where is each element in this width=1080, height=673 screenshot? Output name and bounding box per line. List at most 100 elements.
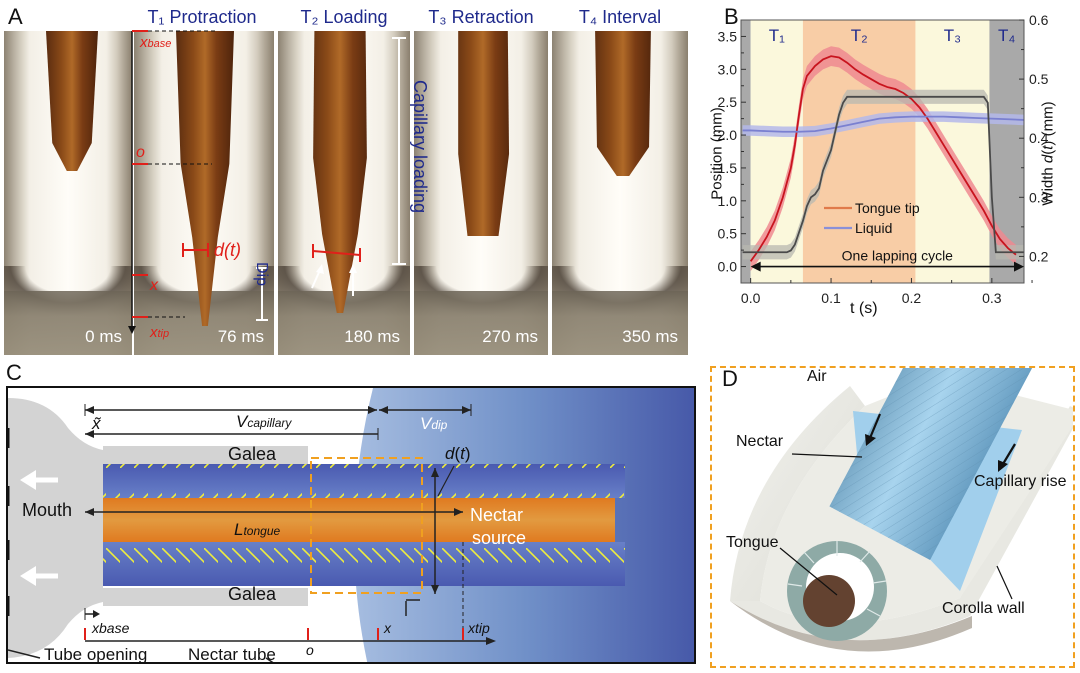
y-tick-label: 2.0 (718, 127, 738, 143)
v-dip-label: Vdip (420, 414, 448, 433)
y2-tick-label: 0.4 (1029, 130, 1049, 146)
tube-opening-label: Tube opening (44, 645, 148, 664)
series-line-0 (749, 55, 1017, 262)
corolla-wall (730, 406, 1073, 641)
x-label: x (384, 620, 391, 636)
zoom-region-box (310, 457, 423, 594)
y-tick-label: 3.0 (718, 61, 738, 77)
position-axis-arrowhead (128, 326, 136, 334)
series-line-2 (742, 95, 1024, 254)
y2-axis-title: Width d(t) (mm) (1039, 101, 1057, 206)
corolla-wall-label: Corolla wall (942, 600, 1025, 617)
width-marker-loading (312, 250, 361, 256)
x-base-label: xbase (140, 34, 172, 51)
nectar-label: Nectar (736, 433, 784, 450)
tongue-label: Tongue (726, 534, 779, 551)
frame-title-retraction: T₃ Retraction (413, 2, 549, 30)
nectar-source-label-2: source (472, 528, 527, 548)
panel-a-letter: A (8, 4, 23, 29)
panel-c-schematic (8, 388, 694, 662)
x-tick-label: 0.3 (982, 290, 1002, 306)
frame-title-interval: T₄ Interval (552, 2, 688, 30)
galea-bottom (103, 588, 308, 606)
panel-a: A T₁ Protraction T₂ Loading T₃ Retractio… (0, 0, 700, 355)
panel-d-illustration (730, 368, 1073, 652)
phase-label-2: T₂ (851, 26, 868, 45)
origin-label: o (306, 642, 314, 658)
x-tip-label: xtip (150, 324, 170, 341)
y2-tick-label: 0.3 (1029, 189, 1049, 205)
proboscis-image (595, 31, 651, 176)
y-tick-label: 0.5 (718, 226, 738, 242)
frame-time: 0 ms (85, 327, 122, 346)
arrow-icon (311, 269, 321, 289)
panel-d-letter: D (722, 366, 738, 391)
galea-top (103, 446, 308, 464)
capillary-rise-arrow-icon (998, 443, 1016, 472)
y-axis-title: Position (mm) (708, 107, 726, 200)
phase-label-4: T₄ (998, 26, 1015, 45)
arrowhead-right (1014, 261, 1024, 272)
frame-time: 180 ms (344, 327, 400, 346)
capillary-rise-label: Capillary rise (974, 473, 1067, 490)
x-label: x (150, 277, 158, 294)
y2-tick-label: 0.2 (1029, 248, 1049, 264)
x-tick-label: 0.2 (902, 290, 922, 306)
origin-label: o (136, 144, 145, 161)
video-frame-350ms: 350 ms (552, 31, 688, 355)
nectar-flow-arrow-icon (865, 413, 882, 446)
lapping-cycle-label: One lapping cycle (842, 248, 954, 264)
mouth-region (8, 398, 103, 658)
video-frame-270ms: 270 ms (414, 31, 548, 355)
y-tick-label: 1.5 (718, 160, 738, 176)
tongue-core (103, 498, 615, 542)
x-base-label: xbase (92, 620, 130, 636)
tongue-cylinder (829, 368, 1039, 560)
arrowhead-left (750, 261, 761, 272)
y-tick-label: 1.0 (718, 193, 738, 209)
panel-c-letter: C (6, 360, 22, 385)
video-frame-76ms: 76 ms (134, 31, 274, 355)
air-label: Air (807, 368, 827, 385)
phase-label-3: T₃ (944, 26, 961, 45)
l-tongue-label: Ltongue (234, 520, 281, 539)
dip-label: Dip (253, 262, 270, 287)
phase-band-pre (741, 20, 751, 283)
galea-top-label: Galea (228, 444, 277, 464)
panel-a-annotations (128, 30, 406, 334)
proboscis-image (458, 31, 510, 236)
d-width-label: d(t) (445, 444, 471, 463)
y-tick-label: 3.5 (718, 28, 738, 44)
legend-label: Tongue tip (855, 200, 920, 216)
tongue-core (803, 575, 855, 627)
corolla-wall-left (730, 386, 865, 601)
panel-b-letter: B (724, 4, 739, 29)
frame-time: 350 ms (622, 327, 678, 346)
frame-title-loading: T₂ Loading (278, 2, 410, 30)
y-tick-label: 2.5 (718, 94, 738, 110)
y-tick-label: 0.0 (718, 259, 738, 275)
frame-title-protraction: T₁ Protraction (132, 2, 272, 30)
nectar-tube-label: Nectar tube (188, 645, 276, 664)
legend-label: Liquid (855, 220, 892, 236)
panel-c-diagram: Mouth Galea Galea Vcapillary Vdip x̃ Lto… (6, 386, 696, 664)
mouth-label: Mouth (22, 500, 73, 520)
flow-arrow-icon (20, 470, 58, 490)
video-frame-0ms: 0 ms (4, 31, 132, 355)
x-axis-title: t (s) (850, 300, 878, 317)
width-label: d(t) (214, 240, 241, 260)
x-tip-label: xtip (468, 620, 490, 636)
x-tick-label: 0.0 (741, 290, 761, 306)
x-tilde-label: x̃ (92, 414, 101, 433)
nectar-source-label-1: Nectar (470, 505, 524, 525)
x-tick-label: 0.1 (821, 290, 841, 306)
v-capillary-label: Vcapillary (236, 412, 292, 431)
frame-time: 270 ms (482, 327, 538, 346)
y2-tick-label: 0.5 (1029, 71, 1049, 87)
panel-d-render: Air Nectar Capillary rise Tongue Corolla… (710, 366, 1075, 668)
capillary-loading-label: Capillary loading (410, 80, 430, 214)
galea-bottom-label: Galea (228, 584, 277, 604)
flow-arrow-icon (20, 566, 58, 586)
chart-b: 0.0 0.5 1.0 1.5 2.0 2.5 3.0 3.5 0.2 0.3 0.4 0.5 0.6 0… (718, 12, 1049, 306)
y2-tick-label: 0.6 (1029, 12, 1049, 28)
